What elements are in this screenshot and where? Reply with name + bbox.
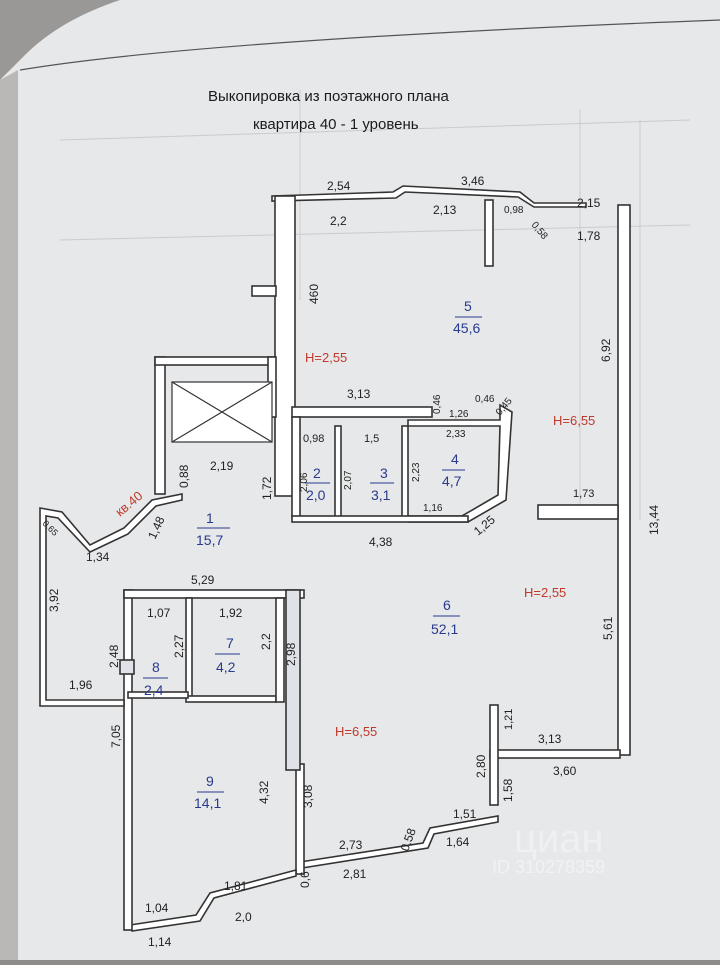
dim-692: 6,92 <box>599 338 613 362</box>
dim-22: 2,2 <box>259 633 273 650</box>
dim-561: 5,61 <box>601 616 615 640</box>
dim-223: 2,23 <box>411 462 422 482</box>
height-label-lower-left: H=6,55 <box>335 724 377 739</box>
dim-192: 1,92 <box>219 606 243 620</box>
watermark-id: ID 310278359 <box>492 857 605 877</box>
dim-438: 4,38 <box>369 535 393 549</box>
dim-107: 1,07 <box>147 606 171 620</box>
dim-248: 2,48 <box>107 644 121 668</box>
dim-281: 2,81 <box>343 867 367 881</box>
outer-walls <box>39 185 631 932</box>
room-2-number: 2 <box>313 465 321 481</box>
room-3-area: 3,1 <box>371 487 391 503</box>
dim-172: 1,72 <box>260 476 274 500</box>
dimensions-top: 2,54 3,46 2,2 2,13 0,98 0,58 2,15 1,78 <box>327 174 601 243</box>
dim-280: 2,80 <box>474 754 488 778</box>
dim-158: 1,58 <box>501 778 515 802</box>
rooms-7-8-block <box>119 589 301 771</box>
dim-196: 1,96 <box>69 678 93 692</box>
title-line-2: квартира 40 - 1 уровень <box>253 116 419 133</box>
room-9-area: 14,1 <box>194 795 221 811</box>
paper-curl-shadow-left <box>0 70 18 960</box>
page-edge-curve <box>19 19 720 71</box>
dim-top-1: 2,54 <box>327 179 351 193</box>
dim-126: 1,26 <box>449 409 469 420</box>
dim-164: 1,64 <box>446 835 470 849</box>
dim-233: 2,33 <box>446 429 466 440</box>
room-7-area: 4,2 <box>216 659 236 675</box>
dim-088: 0,88 <box>177 464 191 488</box>
room-6-area: 52,1 <box>431 621 458 637</box>
dim-15: 1,5 <box>364 433 379 445</box>
dim-top-3: 2,2 <box>330 214 347 228</box>
dim-298: 2,98 <box>284 642 298 666</box>
dim-046-b: 0,46 <box>475 394 495 405</box>
dim-046-a: 0,46 <box>432 394 443 414</box>
room-5-area: 45,6 <box>453 320 480 336</box>
height-label-lower-right: H=2,55 <box>524 585 566 600</box>
room-4-number: 4 <box>451 451 459 467</box>
dim-313-a: 3,13 <box>347 387 371 401</box>
stairwell <box>171 381 273 443</box>
dim-219: 2,19 <box>210 459 234 473</box>
dimensions-rooms-7-8: 1,07 1,92 2,48 2,27 2,2 2,98 <box>107 606 298 668</box>
dim-460: 460 <box>307 284 321 304</box>
room-labels: 1 15,7 2 2,0 3 3,1 4 4,7 5 45,6 6 52,1 7… <box>143 298 482 811</box>
room-5-number: 5 <box>464 298 472 314</box>
dim-227: 2,27 <box>172 634 186 658</box>
dim-top-7: 2,15 <box>577 196 601 210</box>
dim-top-2: 3,46 <box>461 174 485 188</box>
title-line-1: Выкопировка из поэтажного плана <box>208 88 449 105</box>
dim-134: 1,34 <box>86 550 110 564</box>
room-2-area: 2,0 <box>306 487 326 503</box>
paper-curl-shadow <box>0 0 120 80</box>
dim-06: 0,6 <box>298 871 312 888</box>
dim-098: 0,98 <box>303 433 324 445</box>
room-8-number: 8 <box>152 659 160 675</box>
dim-207: 2,07 <box>343 470 354 490</box>
dim-151: 1,51 <box>453 807 477 821</box>
dim-top-8: 1,78 <box>577 229 601 243</box>
dim-114: 1,14 <box>148 935 172 949</box>
dim-181: 1,81 <box>224 879 248 893</box>
dim-104: 1,04 <box>145 901 169 915</box>
height-label-upper-left: H=2,55 <box>305 350 347 365</box>
bathrooms-block <box>291 403 513 523</box>
room-1-area: 15,7 <box>196 532 223 548</box>
dim-top-4: 2,13 <box>433 203 457 217</box>
background-table-lines <box>59 90 691 520</box>
dim-313-b: 3,13 <box>538 732 562 746</box>
dim-116: 1,16 <box>423 503 443 514</box>
room-4-area: 4,7 <box>442 473 462 489</box>
room-7-number: 7 <box>226 635 234 651</box>
dim-top-5: 0,98 <box>504 205 524 216</box>
room-6-number: 6 <box>443 597 451 613</box>
dim-273: 2,73 <box>339 838 363 852</box>
dim-1344: 13,44 <box>647 505 661 535</box>
dimensions-room9: 7,05 4,32 3,08 1,81 1,04 2,0 1,14 0,6 <box>109 724 315 949</box>
dim-121: 1,21 <box>503 709 515 730</box>
dim-705: 7,05 <box>109 724 123 748</box>
dim-432: 4,32 <box>257 780 271 804</box>
dim-308: 3,08 <box>301 784 315 808</box>
room-3-number: 3 <box>380 465 388 481</box>
room-8-area: 2,4 <box>144 682 164 698</box>
height-label-upper-right: H=6,55 <box>553 413 595 428</box>
dimensions-right: 1,73 13,44 5,61 3,13 3,60 1,21 2,80 1,58 <box>474 488 661 802</box>
dim-206: 2,06 <box>299 472 310 492</box>
dim-173: 1,73 <box>573 488 594 500</box>
dim-20: 2,0 <box>235 910 252 924</box>
dim-529: 5,29 <box>191 573 215 587</box>
room-9-number: 9 <box>206 773 214 789</box>
dim-392: 3,92 <box>47 588 61 612</box>
watermark-brand: циан <box>514 817 604 861</box>
room-1-number: 1 <box>206 510 214 526</box>
dim-360: 3,60 <box>553 764 577 778</box>
